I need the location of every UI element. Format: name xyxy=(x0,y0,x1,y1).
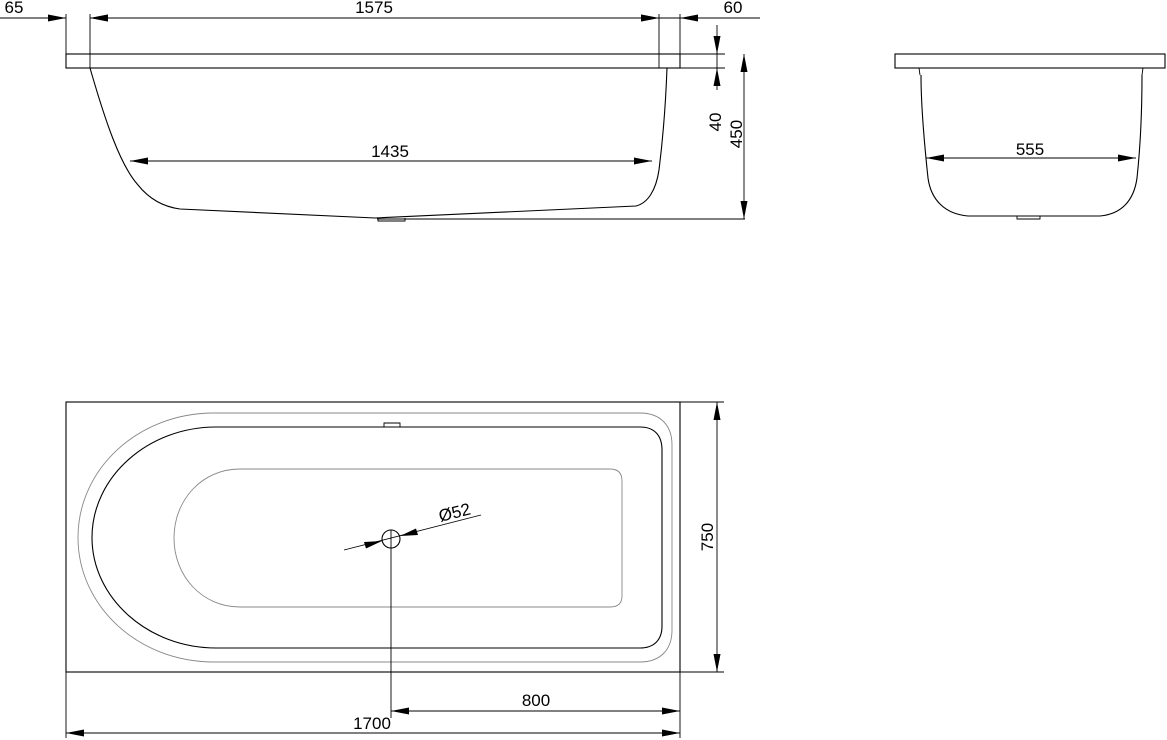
dim-length: 1700 xyxy=(353,714,391,733)
dim-width: 750 xyxy=(698,523,717,551)
end-view-drain xyxy=(1016,216,1041,220)
dim-top-length: 1575 xyxy=(355,0,393,17)
side-view-body xyxy=(89,67,668,219)
end-view: 555 xyxy=(894,53,1166,220)
dim-total-height: 450 xyxy=(727,120,746,148)
overflow-marker xyxy=(383,422,401,427)
side-view-drain xyxy=(377,218,406,222)
top-view-rim-outer xyxy=(77,412,673,663)
top-view-outline xyxy=(65,401,681,673)
dim-overhang-right: 60 xyxy=(724,0,743,17)
side-view: 65 1575 60 1435 40 450 xyxy=(0,0,760,222)
dim-inner-width: 555 xyxy=(1016,140,1044,159)
top-view-rim-inner xyxy=(91,426,663,649)
top-view-bottom xyxy=(173,468,623,608)
end-view-body xyxy=(920,74,1143,217)
end-view-rim xyxy=(894,53,1166,69)
dim-drain-diameter: Ø52 xyxy=(437,500,473,526)
side-view-rim xyxy=(65,53,681,69)
dim-rim-height: 40 xyxy=(706,113,725,132)
dim-drain-offset: 800 xyxy=(522,691,550,710)
top-view: Ø52 750 800 1700 xyxy=(65,401,724,738)
dim-inner-bottom: 1435 xyxy=(371,142,409,161)
dim-overhang-left: 65 xyxy=(5,0,24,17)
